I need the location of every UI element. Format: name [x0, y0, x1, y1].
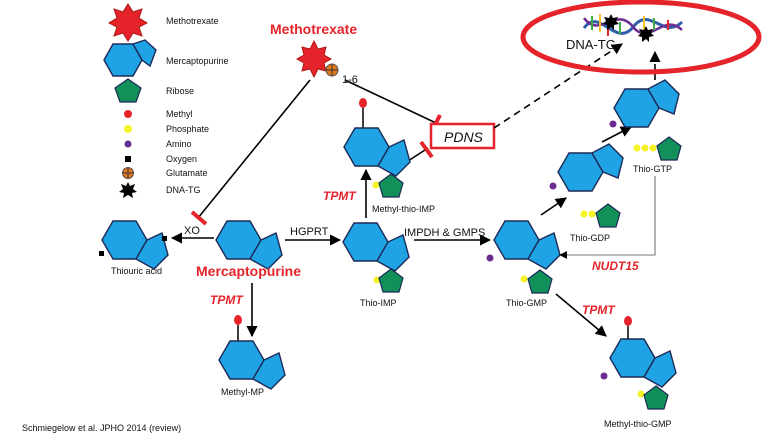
thio-gdp-molecule — [549, 143, 624, 228]
phosphate-icon — [372, 181, 380, 189]
dnatg-legend-icon — [119, 182, 137, 198]
mthioimp-inhibition-bar — [419, 140, 434, 159]
methyl-thio-gmp-molecule — [600, 316, 677, 410]
ribose-icon — [656, 136, 682, 161]
pdns-box — [429, 122, 496, 150]
tpmt-right-arrow — [555, 293, 607, 337]
amino-icon — [549, 182, 557, 190]
thiouric-acid-label: Thiouric acid — [111, 266, 162, 276]
ribose-icon — [378, 268, 404, 293]
methotrexate-legend-icon — [107, 3, 149, 42]
pdns-label: PDNS — [444, 129, 484, 145]
phosphate-icon — [637, 390, 645, 398]
tpmt-right-label: TPMT — [582, 303, 616, 317]
thio-imp-molecule — [342, 222, 410, 293]
ribose-legend-icon — [114, 78, 142, 103]
legend-glutamate: Glutamate — [166, 168, 208, 178]
methotrexate-star-icon — [295, 39, 333, 79]
legend-phosphate: Phosphate — [166, 124, 209, 134]
nudt15-arrow — [559, 176, 656, 259]
methyl-mp-molecule — [218, 315, 286, 390]
thio-gtp-label: Thio-GTP — [633, 164, 672, 174]
tpmt-mid-label: TPMT — [323, 189, 357, 203]
legend-dnatg: DNA-TG — [166, 185, 201, 195]
oxygen-icon — [99, 251, 104, 256]
legend-methotrexate: Methotrexate — [166, 16, 219, 26]
ribose-icon — [378, 173, 404, 198]
nudt15-label: NUDT15 — [592, 259, 639, 273]
phosphate-icon — [633, 144, 641, 152]
legend-ribose: Ribose — [166, 86, 194, 96]
methyl-mp-label: Methyl-MP — [221, 387, 264, 397]
legend-amino: Amino — [166, 139, 192, 149]
methyl-thio-imp-molecule — [343, 98, 411, 198]
xo-inhibition-bar — [190, 210, 208, 226]
ribose-icon — [527, 269, 553, 294]
oxygen-icon — [162, 236, 167, 241]
amino-icon — [600, 372, 608, 380]
methyl-thio-gmp-label: Methyl-thio-GMP — [604, 419, 672, 429]
amino-legend-icon — [124, 140, 132, 148]
gmp-gdp-arrow — [540, 197, 567, 216]
dna-tg-highlight-ellipse — [520, 0, 762, 75]
methyl-icon — [359, 98, 367, 108]
legend-oxygen: Oxygen — [166, 154, 197, 164]
ribose-icon — [595, 203, 621, 228]
tpmt-left-label: TPMT — [210, 293, 244, 307]
phosphate-icon — [588, 210, 596, 218]
mercaptopurine-label: Mercaptopurine — [196, 263, 301, 279]
mercaptopurine-molecule — [215, 220, 283, 270]
pdns-dna-dashed-arrow — [493, 43, 623, 129]
xo-label: XO — [184, 225, 200, 237]
methyl-legend-icon — [124, 110, 132, 118]
methyl-thio-imp-label: Methyl-thio-IMP — [372, 204, 435, 214]
methotrexate-title: Methotrexate — [270, 21, 357, 37]
citation: Schmiegelow et al. JPHO 2014 (review) — [22, 423, 181, 433]
mercaptopurine-legend-icon — [103, 39, 157, 77]
impdh-gmps-label: IMPDH & GMPS — [404, 227, 485, 239]
amino-icon — [486, 254, 494, 262]
phosphate-icon — [641, 144, 649, 152]
glutamate-count: 1-6 — [342, 74, 358, 86]
hgprt-label: HGPRT — [290, 226, 329, 238]
dna-tg-group: DNA-TG — [520, 0, 762, 75]
legend: Methotrexate Mercaptopurine Ribose Methy… — [103, 3, 229, 198]
thio-gtp-molecule — [609, 79, 682, 161]
oxygen-legend-icon — [125, 156, 131, 162]
glutamate-icon — [325, 63, 339, 77]
thiouric-acid-molecule — [99, 220, 169, 270]
legend-methyl: Methyl — [166, 109, 193, 119]
glutamate-legend-icon — [122, 167, 134, 179]
phosphate-icon — [520, 275, 528, 283]
amino-icon — [609, 120, 617, 128]
thio-gmp-label: Thio-GMP — [506, 298, 547, 308]
methyl-icon — [234, 315, 242, 325]
legend-mercaptopurine: Mercaptopurine — [166, 56, 229, 66]
thio-gdp-label: Thio-GDP — [570, 233, 610, 243]
dna-tg-label: DNA-TG — [566, 37, 616, 52]
thio-imp-label: Thio-IMP — [360, 298, 397, 308]
ribose-icon — [643, 385, 669, 410]
thio-gmp-molecule — [486, 220, 561, 294]
phosphate-icon — [580, 210, 588, 218]
mtx-xo-inhibition-line — [197, 79, 311, 219]
methyl-icon — [624, 316, 632, 326]
gdp-gtp-arrow — [601, 126, 632, 143]
dna-helix-icon — [582, 14, 684, 42]
phosphate-legend-icon — [124, 125, 132, 133]
phosphate-icon — [649, 144, 657, 152]
mtx-pdns-inhibition-line — [344, 79, 437, 124]
